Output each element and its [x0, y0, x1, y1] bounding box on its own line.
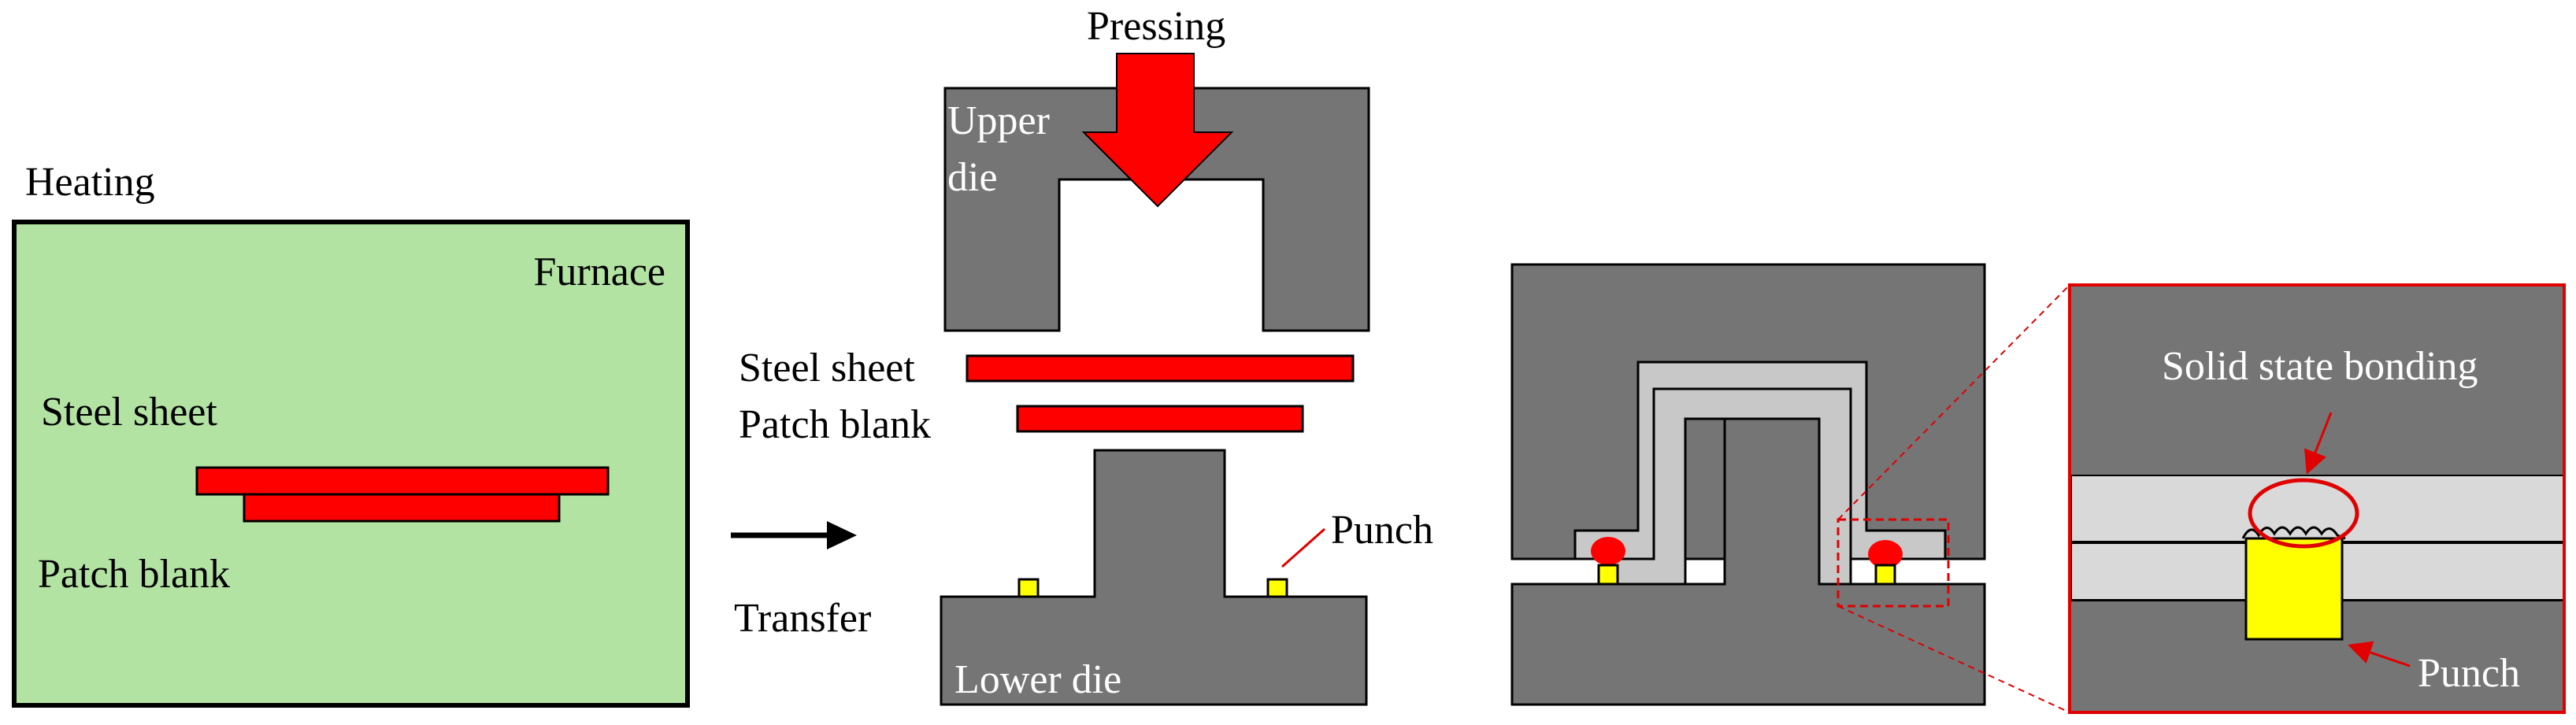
- punch-label-press: Punch: [1331, 508, 1433, 553]
- punch-label-detail: Punch: [2418, 651, 2520, 696]
- patch-blank-furnace: [243, 493, 561, 523]
- pressing-label: Pressing: [1087, 4, 1225, 49]
- punch-right: [1266, 578, 1288, 598]
- solid-state-bonding-label: Solid state bonding: [2162, 344, 2478, 389]
- detail-punch: [2244, 537, 2344, 641]
- heating-label: Heating: [25, 160, 155, 205]
- upper-die-label-line2: die: [947, 155, 998, 200]
- detail-selection-box: [1837, 518, 1950, 608]
- closed-die-panel: [1510, 263, 2070, 713]
- steel-sheet-furnace: [195, 466, 610, 496]
- transfer-arrow-head: [827, 521, 857, 549]
- bonding-spot-right: [1868, 540, 1903, 568]
- detail-frame: [2068, 283, 2566, 714]
- pressing-arrow: [1081, 53, 1234, 208]
- furnace-box: [12, 220, 690, 708]
- patch-blank-label-press: Patch blank: [739, 402, 931, 447]
- punch-pointer-arrow: [2348, 641, 2411, 668]
- bonding-highlight-circle: [2248, 478, 2359, 549]
- upper-die-label-line1: Upper: [947, 98, 1050, 143]
- bonding-pointer-arrow: [2304, 412, 2333, 475]
- upper-die: [943, 87, 1370, 332]
- formed-patch-blank: [1605, 387, 1852, 586]
- transfer-label: Transfer: [734, 596, 871, 641]
- lower-die-label: Lower die: [954, 657, 1121, 702]
- bonding-interface: [2241, 526, 2346, 540]
- detail-steel-sheet: [2070, 475, 2565, 542]
- patch-blank-label-furnace: Patch blank: [38, 552, 230, 597]
- patch-blank-press: [1016, 405, 1304, 433]
- lower-die: [940, 449, 1368, 706]
- steel-sheet-label-press: Steel sheet: [739, 346, 915, 390]
- punch-left: [1017, 578, 1040, 598]
- detail-panel: Solid state bonding Punch: [2068, 283, 2566, 714]
- steel-sheet-press: [966, 354, 1355, 383]
- closed-punch-right: [1874, 564, 1896, 586]
- zoom-line-bottom: [1837, 605, 2070, 713]
- closed-punch-left: [1597, 564, 1619, 586]
- punch-leader-line: [1281, 527, 1325, 568]
- heating-panel: Heating Furnace Steel sheet Patch blank: [12, 160, 690, 708]
- steel-sheet-label-furnace: Steel sheet: [41, 390, 217, 435]
- pressing-panel: Pressing Upper die Steel sheet Patch bla…: [739, 4, 1433, 706]
- furnace-label: Furnace: [534, 250, 665, 294]
- transfer-arrow: Transfer: [731, 521, 871, 641]
- bonding-spot-left: [1591, 537, 1625, 565]
